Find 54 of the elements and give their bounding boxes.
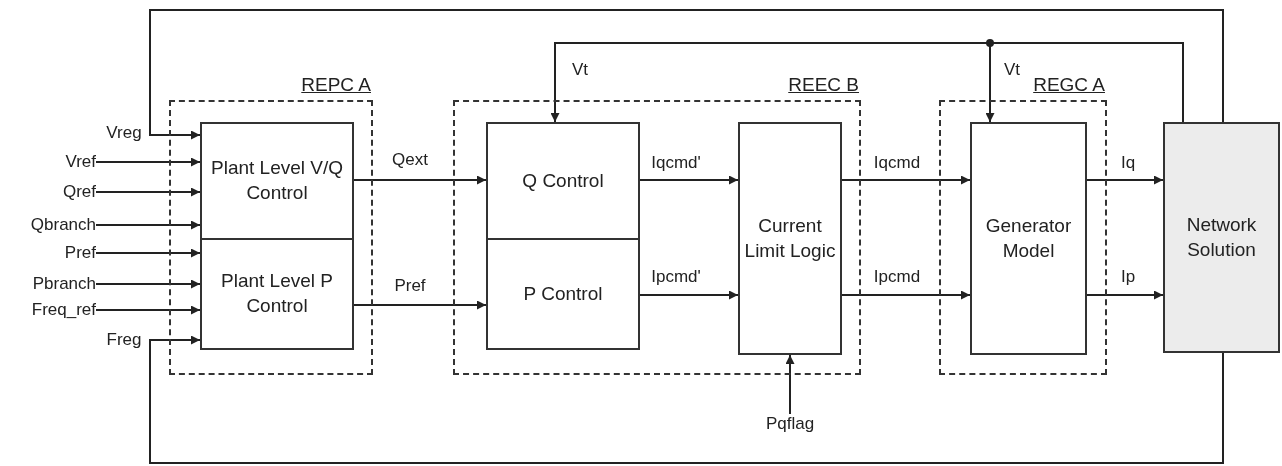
signal-arrow xyxy=(95,187,201,197)
edge-label: Vreg xyxy=(106,123,142,143)
edge-label: Iq xyxy=(1120,153,1136,173)
signal-arrow xyxy=(639,290,739,300)
edge-label: Pref xyxy=(394,276,426,296)
control-block xyxy=(738,122,842,355)
signal-arrow xyxy=(95,248,201,258)
signal-label: Freq_ref xyxy=(0,300,96,320)
edge-label: Vt xyxy=(571,60,589,80)
block-label: Generator Model xyxy=(984,213,1073,263)
control-block xyxy=(200,122,354,240)
control-block xyxy=(486,122,640,240)
signal-arrow xyxy=(985,42,1184,123)
control-block xyxy=(486,238,640,350)
signal-label: Pqflag xyxy=(758,414,822,436)
edge-label: Ip xyxy=(1120,267,1136,287)
signal-arrow xyxy=(1086,175,1164,185)
signal-arrow xyxy=(639,175,739,185)
block-label: P Control xyxy=(523,281,603,306)
block-label: Current Limit Logic xyxy=(744,213,836,263)
group-heading: REPC A xyxy=(301,74,371,96)
signal-arrow xyxy=(785,354,795,415)
signal-label: Qref xyxy=(0,182,96,202)
signal-arrow xyxy=(95,305,201,315)
network-block xyxy=(1163,122,1280,353)
signal-arrow xyxy=(353,300,487,310)
block-label: Q Control xyxy=(522,168,604,193)
signal-arrow xyxy=(841,175,971,185)
signal-label: Pref xyxy=(0,243,96,263)
edge-label: Ipcmd xyxy=(873,267,921,287)
control-block xyxy=(970,122,1087,355)
edge-label: Freg xyxy=(106,330,142,350)
edge-label: Qext xyxy=(392,150,428,170)
signal-arrow xyxy=(841,290,971,300)
edge-label: Iqcmd' xyxy=(651,153,701,173)
signal-label: Vref xyxy=(0,152,96,172)
signal-arrow xyxy=(149,335,1224,464)
control-block xyxy=(200,238,354,350)
block-label: Plant Level V/Q Control xyxy=(210,156,344,205)
block-label: Network Solution xyxy=(1185,212,1258,262)
edge-label: Iqcmd xyxy=(873,153,921,173)
signal-arrow xyxy=(95,157,201,167)
signal-arrow xyxy=(95,279,201,289)
signal-arrow xyxy=(95,220,201,230)
signal-arrow xyxy=(149,9,1224,140)
signal-label: Pbranch xyxy=(0,274,96,294)
edge-label: Vt xyxy=(1003,60,1021,80)
signal-arrow xyxy=(353,175,487,185)
group-heading: REGC A xyxy=(1033,74,1105,96)
block-label: Plant Level P Control xyxy=(220,269,334,318)
signal-arrow xyxy=(1086,290,1164,300)
group-heading: REEC B xyxy=(788,74,859,96)
edge-label: Ipcmd' xyxy=(651,267,701,287)
signal-label: Qbranch xyxy=(0,215,96,235)
